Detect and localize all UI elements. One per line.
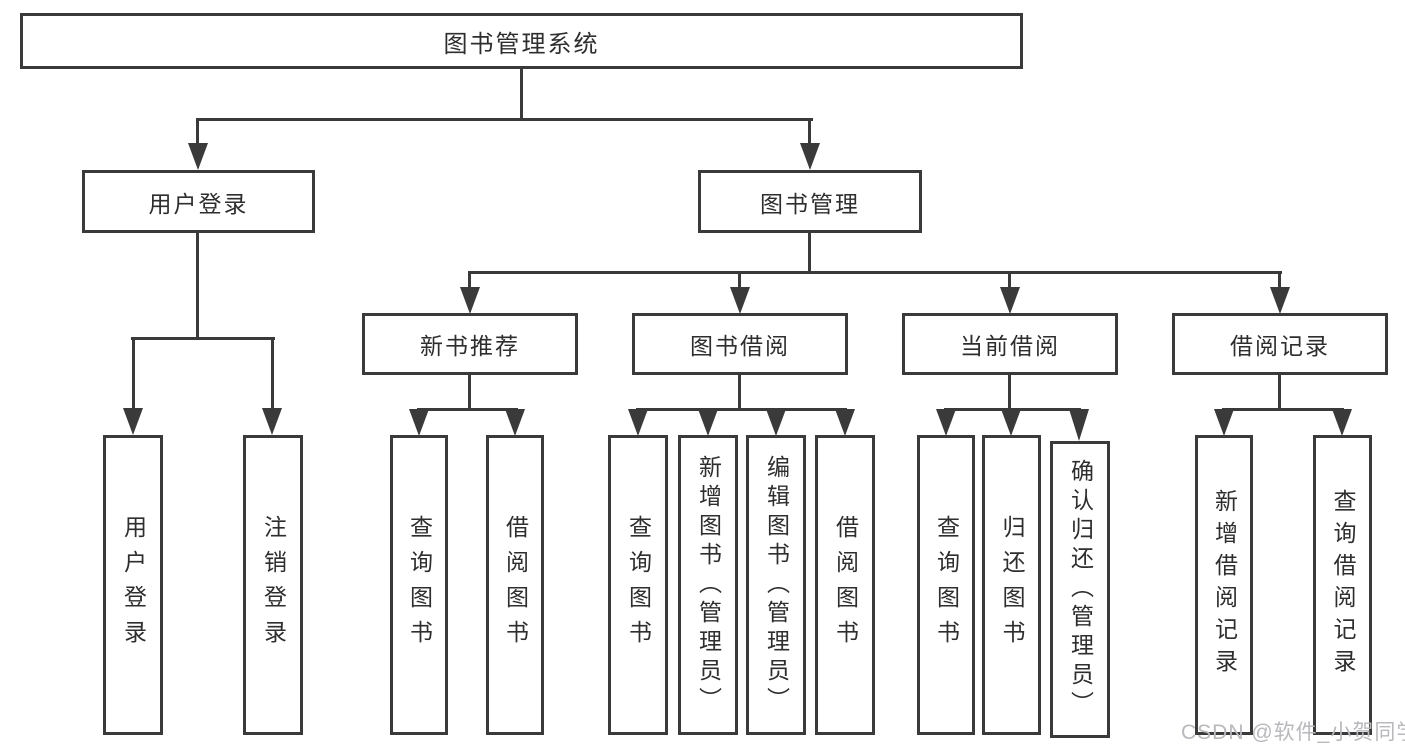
node-user-login: 用户登录 <box>82 170 315 233</box>
connector-line <box>1222 408 1344 411</box>
leaf-borrow-edit-books-admin: 编辑图书（管理员） <box>746 435 806 735</box>
leaf-borrow-query-books: 查询图书 <box>608 435 668 735</box>
leaf-borrow-add-books-admin: 新增图书（管理员） <box>678 435 738 735</box>
connector-line <box>196 118 199 148</box>
arrow-down-icon <box>1214 409 1234 436</box>
arrow-down-icon <box>698 409 718 436</box>
leaf-current-query-books: 查询图书 <box>917 435 975 735</box>
arrow-down-icon <box>262 408 282 435</box>
arrow-down-icon <box>766 409 786 436</box>
leaf-label: 编辑图书（管理员） <box>763 454 790 716</box>
node-book-management: 图书管理 <box>698 170 922 233</box>
leaf-records-query-record: 查询借阅记录 <box>1313 435 1372 735</box>
connector-line <box>468 271 1282 274</box>
connector-line <box>1008 271 1011 291</box>
connector-line <box>636 408 847 411</box>
arrow-down-icon <box>123 408 143 435</box>
connector-line <box>1278 271 1281 291</box>
leaf-records-add-record: 新增借阅记录 <box>1195 435 1253 735</box>
leaf-label: 查询图书 <box>625 515 652 655</box>
arrow-down-icon <box>1069 409 1089 441</box>
leaf-label: 查询图书 <box>406 515 433 655</box>
arrow-down-icon <box>628 409 648 436</box>
leaf-borrow-borrow-books: 借阅图书 <box>815 435 875 735</box>
node-label: 借阅记录 <box>1230 333 1330 359</box>
connector-line <box>468 375 471 411</box>
connector-line <box>271 337 274 412</box>
leaf-label: 用户登录 <box>120 515 147 655</box>
arrow-down-icon <box>730 287 750 314</box>
arrow-down-icon <box>1270 287 1290 314</box>
node-label: 图书借阅 <box>690 333 790 359</box>
leaf-newbook-query-books: 查询图书 <box>390 435 448 735</box>
arrow-down-icon <box>409 409 429 436</box>
arrow-down-icon <box>460 287 480 314</box>
node-root-system: 图书管理系统 <box>20 13 1023 69</box>
arrow-down-icon <box>1332 409 1352 436</box>
node-new-book-recommend: 新书推荐 <box>362 313 578 375</box>
node-book-borrow: 图书借阅 <box>632 313 848 375</box>
leaf-label: 借阅图书 <box>832 515 859 655</box>
arrow-down-icon <box>936 409 956 436</box>
connector-line <box>808 118 811 148</box>
connector-line <box>132 337 135 412</box>
leaf-label: 查询图书 <box>933 515 960 655</box>
arrow-down-icon <box>835 409 855 436</box>
connector-line <box>520 69 523 121</box>
arrow-down-icon <box>800 143 820 170</box>
node-label: 用户登录 <box>148 190 249 217</box>
node-borrow-records: 借阅记录 <box>1172 313 1388 375</box>
node-label: 当前借阅 <box>960 333 1060 359</box>
connector-line <box>738 271 741 291</box>
leaf-label: 注销登录 <box>260 515 287 655</box>
leaf-current-confirm-return-admin: 确认归还（管理员） <box>1050 441 1110 738</box>
node-current-borrow: 当前借阅 <box>902 313 1118 375</box>
connector-line <box>196 233 199 340</box>
connector-line <box>1008 375 1011 411</box>
arrow-down-icon <box>1001 409 1021 436</box>
connector-line <box>468 271 471 291</box>
connector-line <box>738 375 741 411</box>
connector-line <box>131 337 275 340</box>
arrow-down-icon <box>188 143 208 170</box>
leaf-label: 新增借阅记录 <box>1211 489 1238 681</box>
leaf-label: 确认归还（管理员） <box>1067 459 1094 720</box>
connector-line <box>197 118 813 121</box>
leaf-logout: 注销登录 <box>243 435 303 735</box>
leaf-user-login: 用户登录 <box>103 435 163 735</box>
connector-line <box>1278 375 1281 411</box>
csdn-watermark: CSDN @软件_小贺同学 <box>1181 721 1405 744</box>
arrow-down-icon <box>1000 287 1020 314</box>
leaf-label: 新增图书（管理员） <box>695 454 722 716</box>
leaf-newbook-borrow-books: 借阅图书 <box>486 435 544 735</box>
connector-line <box>808 233 811 274</box>
leaf-label: 查询借阅记录 <box>1330 489 1356 681</box>
node-label: 图书管理 <box>760 190 860 217</box>
arrow-down-icon <box>505 409 525 436</box>
node-label: 图书管理系统 <box>443 30 600 58</box>
leaf-label: 归还图书 <box>999 515 1025 655</box>
connector-line <box>417 408 518 411</box>
leaf-label: 借阅图书 <box>502 515 529 655</box>
node-label: 新书推荐 <box>420 333 520 359</box>
leaf-current-return-books: 归还图书 <box>982 435 1041 735</box>
